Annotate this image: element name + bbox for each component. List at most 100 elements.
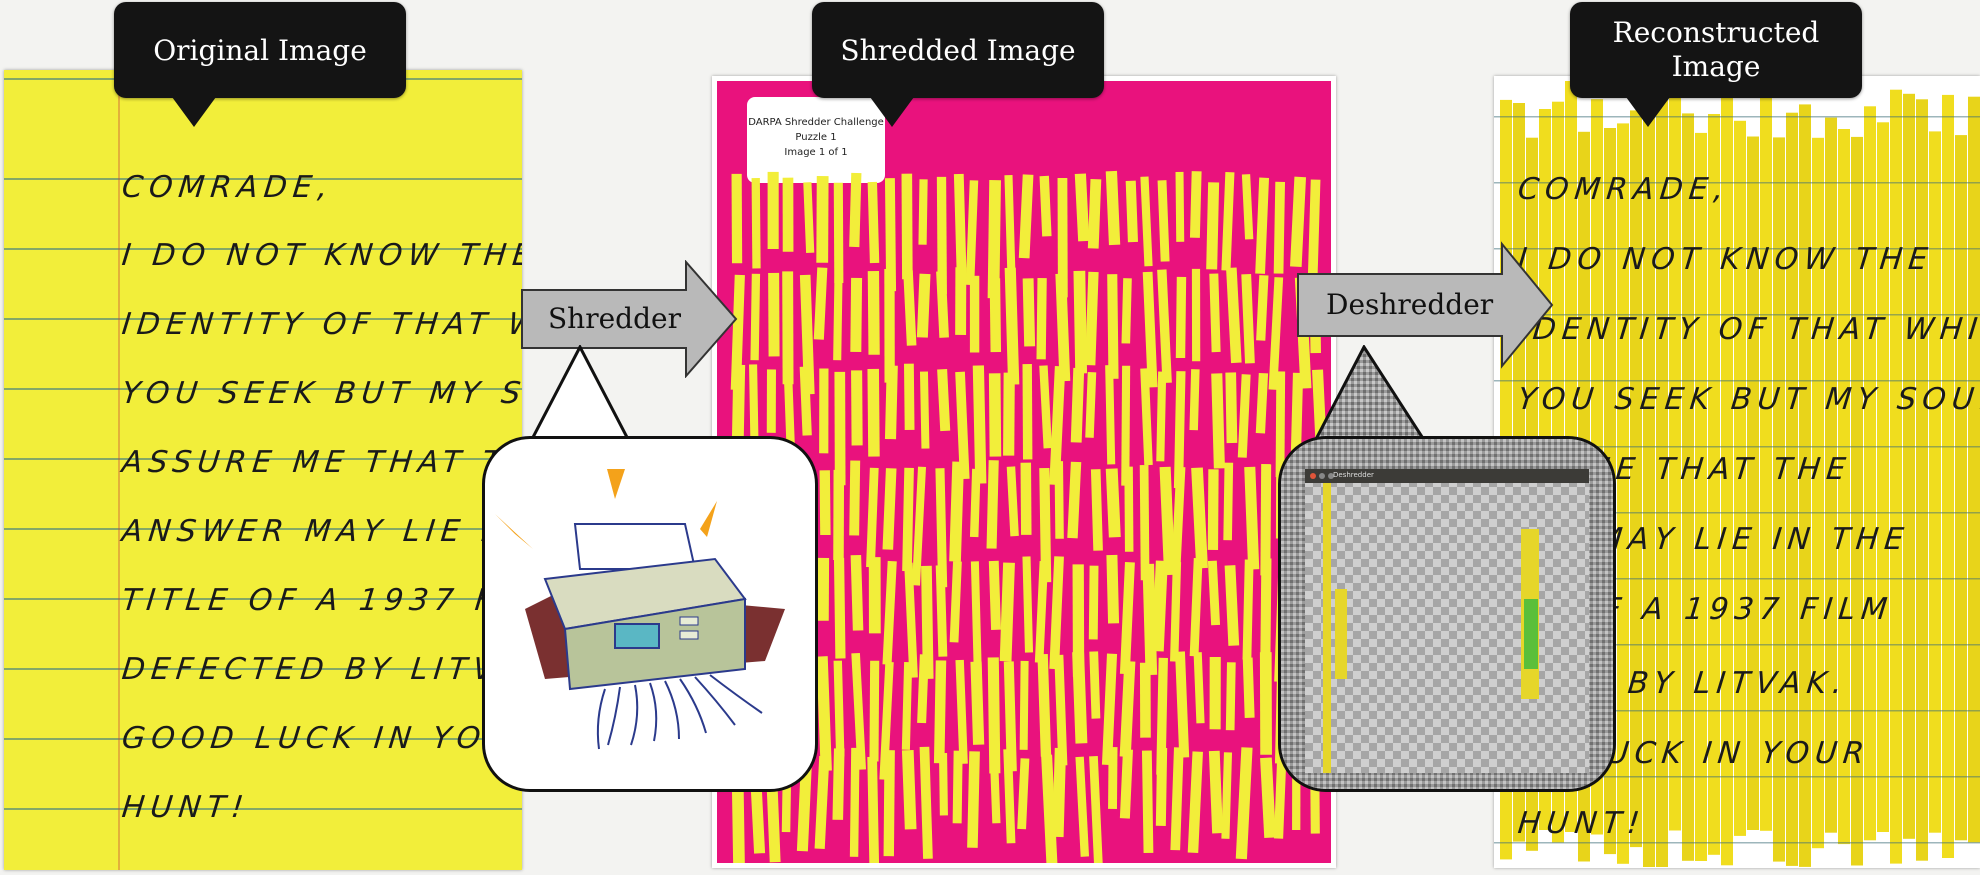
recon-line: HUNT! <box>1516 806 1648 841</box>
shred-strip <box>965 180 979 286</box>
ruled-lines <box>4 70 522 870</box>
shred-strip <box>834 371 846 486</box>
shred-strip <box>879 661 894 780</box>
note-line: GOOD LUCK IN YOUR <box>120 721 522 756</box>
recon-line: I DO NOT KNOW THE <box>1516 242 1936 277</box>
reconstructed-image-callout: Reconstructed Image <box>1570 2 1862 98</box>
shred-strip <box>866 467 879 568</box>
shred-strip <box>938 753 948 816</box>
shred-strip <box>972 365 987 484</box>
recon-ruled-line <box>1494 446 1980 448</box>
shred-strip <box>1157 180 1170 262</box>
shred-strip <box>1107 274 1119 379</box>
shredder-bubble <box>482 436 818 792</box>
shred-strip <box>832 748 845 820</box>
shred-strip <box>833 269 843 361</box>
shred-strip <box>1207 469 1219 550</box>
recon-strip <box>1864 106 1876 841</box>
shred-strip <box>969 468 981 538</box>
shred-strip <box>901 749 917 830</box>
shred-strip <box>851 370 863 446</box>
recon-strip <box>1786 112 1798 866</box>
shred-strip <box>916 273 931 338</box>
shred-strip <box>1105 170 1121 246</box>
shred-strip <box>1173 371 1186 489</box>
shred-strip <box>921 565 934 679</box>
shred-strip <box>869 660 880 762</box>
shred-strip <box>1004 267 1020 385</box>
note-line: TITLE OF A 1937 FIL <box>120 583 522 618</box>
shred-strip <box>1191 467 1208 569</box>
shred-strip <box>799 366 812 436</box>
shred-strip <box>1075 756 1090 857</box>
recon-line: YOU SEEK BUT MY SOURCES <box>1516 382 1980 417</box>
shred-strip <box>1307 179 1321 293</box>
shred-strip <box>1039 365 1052 449</box>
shred-strip <box>1268 277 1284 390</box>
shred-strip <box>833 660 845 757</box>
recon-strip <box>1851 136 1863 866</box>
note-line: DEFECTED BY LITVAK. <box>120 652 522 687</box>
recon-strip <box>1942 94 1954 858</box>
shredded-image-callout: Shredded Image <box>812 2 1104 98</box>
recon-line: IDENTITY OF THAT WHICH <box>1516 312 1980 347</box>
recon-ruled-line <box>1494 710 1980 712</box>
shred-strip <box>1142 271 1158 388</box>
label-line: Puzzle 1 <box>795 132 837 143</box>
shred-strip <box>903 270 917 346</box>
shredder-arrow: Shredder <box>520 260 740 378</box>
recon-line: COMRADE, <box>1516 172 1732 207</box>
shred-strip <box>1074 173 1090 242</box>
shred-strip <box>1175 651 1190 758</box>
shred-strip <box>1259 652 1272 755</box>
shred-strip <box>1141 750 1154 854</box>
shred-strip <box>782 271 794 385</box>
shred-strip <box>1067 461 1082 539</box>
note-line: ANSWER MAY LIE IN TH <box>120 514 522 549</box>
arrow-shape <box>1297 241 1554 369</box>
shred-strip <box>1255 372 1269 434</box>
shred-strip <box>1089 651 1101 719</box>
shred-strip <box>1036 278 1047 360</box>
shred-strip <box>1003 372 1015 456</box>
shred-strip <box>1170 747 1184 851</box>
shred-strip <box>850 277 863 353</box>
shred-strip <box>1105 365 1116 465</box>
shred-strip <box>767 171 779 249</box>
shred-strip <box>917 654 929 724</box>
shred-strip <box>952 750 963 824</box>
shred-strips <box>730 170 1329 863</box>
shred-strip <box>1151 560 1168 652</box>
shred-strip <box>867 368 880 457</box>
shred-strip <box>884 365 898 440</box>
shred-strip <box>1273 181 1286 274</box>
arrow-label: Deshredder <box>1326 288 1494 321</box>
recon-strip <box>1825 117 1837 833</box>
shred-strip <box>918 179 928 245</box>
shred-strip <box>817 557 830 621</box>
shred-strip <box>1006 466 1019 537</box>
shred-strip <box>850 554 864 631</box>
shred-strip <box>989 758 1001 824</box>
recon-strip <box>1760 93 1772 831</box>
shred-strip <box>1072 564 1085 677</box>
original-image-callout: Original Image <box>114 2 406 98</box>
margin-line <box>118 70 120 870</box>
shred-strip <box>904 562 918 678</box>
shred-strip <box>1139 465 1150 581</box>
note-line: HUNT! <box>120 790 252 825</box>
shred-strip <box>1159 466 1176 576</box>
shred-strip <box>1022 278 1036 347</box>
shred-strip <box>1244 466 1260 570</box>
shred-strip <box>1106 554 1120 624</box>
shred-strip <box>867 181 880 264</box>
shred-strip <box>1034 561 1049 663</box>
shred-strip <box>1140 176 1153 267</box>
shred-strip <box>1241 273 1255 364</box>
shred-strip <box>751 177 761 269</box>
shred-strip <box>949 561 962 643</box>
shred-strip <box>799 274 815 395</box>
recon-strip <box>1955 135 1967 841</box>
shred-strip <box>766 369 776 433</box>
shred-strip <box>1108 747 1118 810</box>
